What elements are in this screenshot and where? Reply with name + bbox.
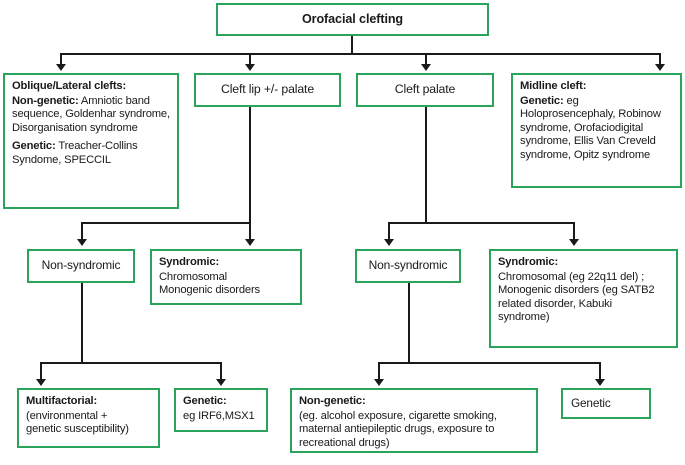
arrowhead-root-3 xyxy=(421,64,431,71)
arrowhead-palate-right xyxy=(569,239,579,246)
paragraph-lead: Genetic: xyxy=(12,140,56,153)
connector-lip-drop-left xyxy=(81,222,83,241)
connector-nonsyn-lip-bus xyxy=(40,362,221,364)
paragraph-text: Treacher-Collins Syndome, SPECCIL xyxy=(12,140,138,166)
arrowhead-lip-left xyxy=(77,239,87,246)
connector-lip-stem xyxy=(249,107,251,223)
connector-nonsyn-lip-drop-right xyxy=(220,362,222,381)
paragraph-lead: Genetic: xyxy=(520,94,564,107)
arrowhead-nonsyn-lip-left xyxy=(36,379,46,386)
paragraph-lead: Non-genetic: xyxy=(12,94,79,107)
node-cleft-palate[interactable]: Cleft palate xyxy=(356,73,494,107)
node-heading: Midline cleft: xyxy=(520,80,587,92)
connector-lip-drop-right xyxy=(249,222,251,241)
node-orofacial-clefting[interactable]: Orofacial clefting xyxy=(216,3,489,36)
connector-lip-bus xyxy=(81,222,250,224)
connector-palate-bus xyxy=(388,222,575,224)
node-heading: Non-genetic: xyxy=(299,395,366,407)
node-label: Cleft palate xyxy=(394,82,456,97)
connector-nonsyn-palate-drop-right xyxy=(599,362,601,381)
arrowhead-palate-left xyxy=(384,239,394,246)
arrowhead-nonsyn-palate-left xyxy=(374,379,384,386)
node-cleft-lip-palate[interactable]: Cleft lip +/- palate xyxy=(194,73,341,107)
node-label: Genetic xyxy=(571,395,611,410)
paragraph-text: Amniotic band sequence, Goldenhar syndro… xyxy=(12,94,170,134)
node-heading: Syndromic: xyxy=(498,256,559,268)
node-syndromic-lip[interactable]: Syndromic: Chromosomal Monogenic disorde… xyxy=(150,249,302,305)
node-line: (environmental + xyxy=(26,409,108,422)
node-line: maternal antiepileptic drugs, exposure t… xyxy=(299,423,495,436)
node-non-genetic-palate[interactable]: Non-genetic: (eg. alcohol exposure, ciga… xyxy=(290,388,538,453)
node-paragraph: Genetic: eg Holoprosencephaly, Robinow s… xyxy=(520,95,673,163)
connector-root-stem xyxy=(351,36,353,54)
connector-nonsyn-lip-drop-left xyxy=(40,362,42,381)
node-paragraph: Genetic: Treacher-Collins Syndome, SPECC… xyxy=(12,140,170,167)
node-heading: Genetic: xyxy=(183,395,227,407)
node-genetic-irf6[interactable]: Genetic: eg IRF6,MSX1 xyxy=(174,388,268,432)
connector-nonsyn-palate-drop-left xyxy=(378,362,380,381)
node-line: eg IRF6,MSX1 xyxy=(183,409,255,422)
node-genetic-palate[interactable]: Genetic xyxy=(561,388,651,419)
connector-root-drop-1 xyxy=(60,53,62,66)
node-non-syndromic-lip[interactable]: Non-syndromic xyxy=(27,249,135,283)
node-line: Monogenic disorders xyxy=(159,284,261,297)
node-syndromic-palate[interactable]: Syndromic: Chromosomal (eg 22q11 del) ; … xyxy=(489,249,678,348)
node-oblique-lateral-clefts[interactable]: Oblique/Lateral clefts: Non-genetic: Amn… xyxy=(3,73,179,209)
node-line: syndrome) xyxy=(498,311,550,324)
node-label: Orofacial clefting xyxy=(301,12,404,26)
node-label: Non-syndromic xyxy=(41,258,121,273)
paragraph-text: eg Holoprosencephaly, Robinow syndrome, … xyxy=(520,94,661,161)
node-line: genetic susceptibility) xyxy=(26,423,129,436)
arrowhead-nonsyn-palate-right xyxy=(595,379,605,386)
connector-palate-drop-left xyxy=(388,222,390,241)
node-label: Non-syndromic xyxy=(368,258,448,273)
node-multifactorial[interactable]: Multifactorial: (environmental + genetic… xyxy=(17,388,160,448)
connector-palate-stem xyxy=(425,107,427,223)
node-heading: Multifactorial: xyxy=(26,395,98,407)
connector-root-drop-2 xyxy=(249,53,251,66)
node-heading: Oblique/Lateral clefts: xyxy=(12,80,127,92)
connector-root-bus xyxy=(60,53,660,55)
node-line: related disorder, Kabuki xyxy=(498,297,612,310)
connector-root-drop-3 xyxy=(425,53,427,66)
connector-palate-drop-right xyxy=(573,222,575,241)
connector-nonsyn-palate-bus xyxy=(378,362,600,364)
connector-nonsyn-lip-stem xyxy=(81,283,83,363)
node-label: Cleft lip +/- palate xyxy=(220,82,315,97)
node-line: (eg. alcohol exposure, cigarette smoking… xyxy=(299,409,497,422)
connector-nonsyn-palate-stem xyxy=(408,283,410,363)
arrowhead-root-2 xyxy=(245,64,255,71)
node-line: recreational drugs) xyxy=(299,436,390,449)
arrowhead-root-4 xyxy=(655,64,665,71)
node-paragraph: Non-genetic: Amniotic band sequence, Gol… xyxy=(12,95,170,136)
node-line: Monogenic disorders (eg SATB2 xyxy=(498,284,655,297)
arrowhead-root-1 xyxy=(56,64,66,71)
node-non-syndromic-palate[interactable]: Non-syndromic xyxy=(355,249,461,283)
node-midline-cleft[interactable]: Midline cleft: Genetic: eg Holoprosencep… xyxy=(511,73,682,188)
node-line: Chromosomal xyxy=(159,270,227,283)
arrowhead-lip-right xyxy=(245,239,255,246)
node-heading: Syndromic: xyxy=(159,256,220,268)
node-line: Chromosomal (eg 22q11 del) ; xyxy=(498,270,645,283)
arrowhead-nonsyn-lip-right xyxy=(216,379,226,386)
connector-root-drop-4 xyxy=(659,53,661,66)
